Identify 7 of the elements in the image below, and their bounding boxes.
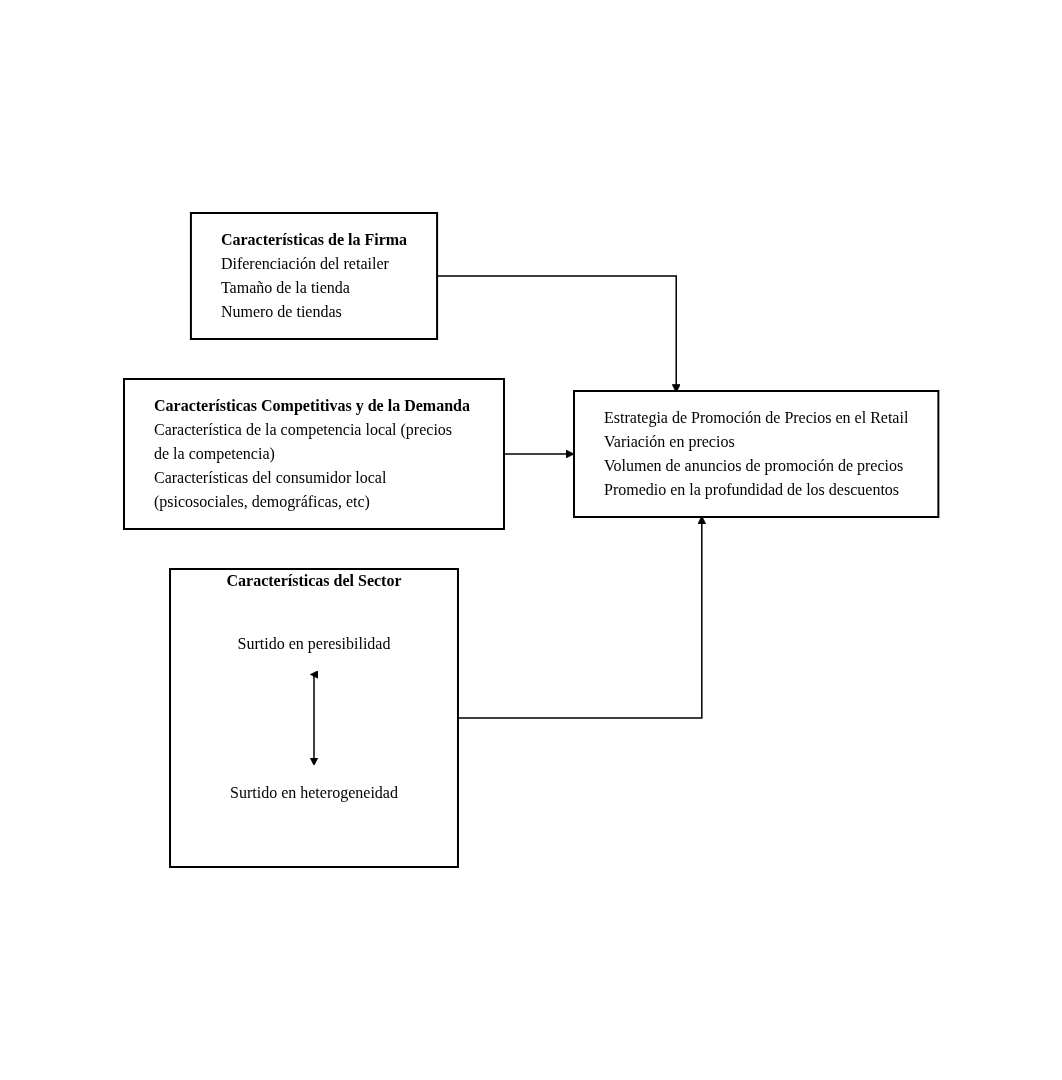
arrow [309,670,319,766]
node-text: Surtido en peresibilidad [237,634,391,652]
node-box: Características de la Firma Diferenciación del retailer Tamaño de la tienda Numero de tiendas [189,212,438,340]
node-box: Estrategia de Promoción de Precios en el Retail Variación en precios Volumen de anuncios de promoción de precios Promedio en la profundidad de los descuentos [572,390,940,518]
arrow [436,275,681,393]
node-box: Características Competitivas y de la Demanda Característica de la competencia local (precios de la competencia) Características del consumidor local (psicosociales, demográficas, etc) [122,378,505,530]
node-text: Surtido en heterogeneidad [229,783,398,801]
